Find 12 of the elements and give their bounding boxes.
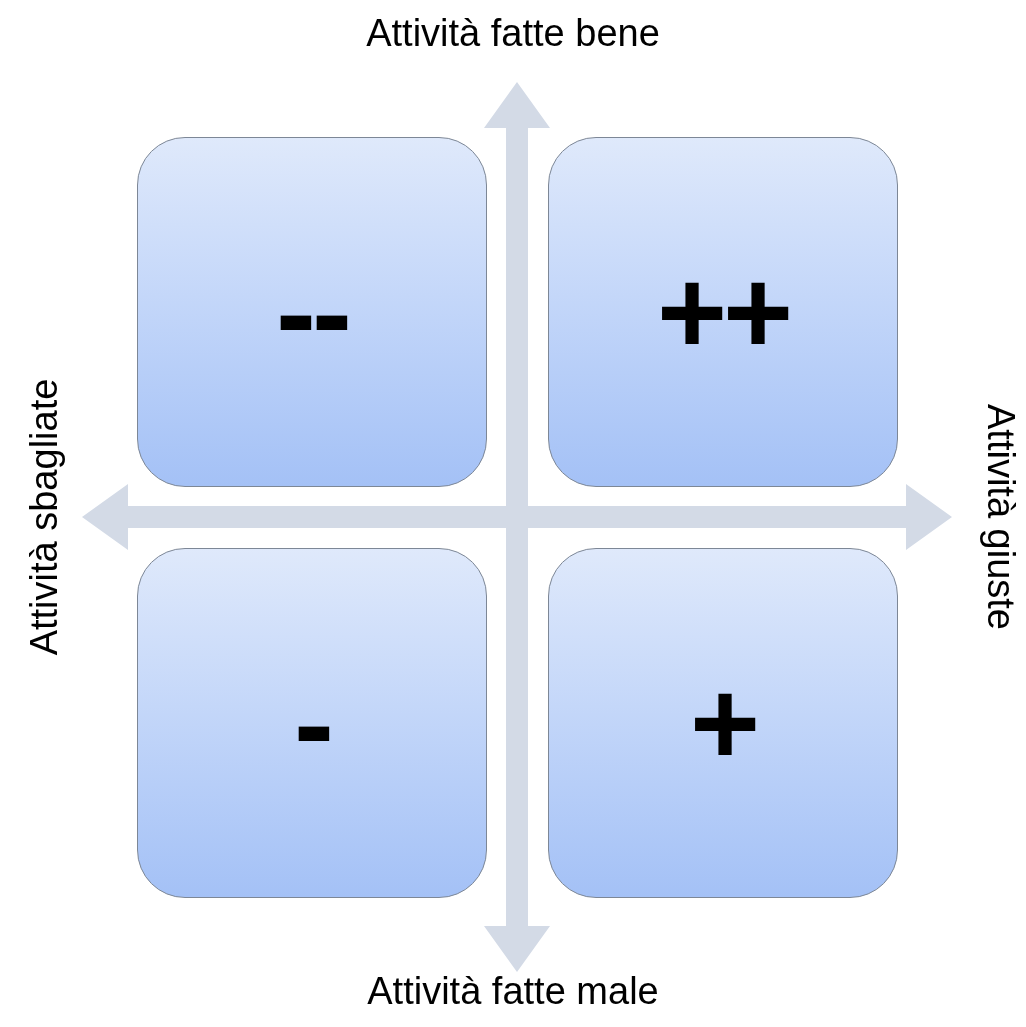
quadrant-box <box>548 548 898 898</box>
axis-label: Attività giuste <box>978 404 1023 630</box>
symbol-text: -- <box>276 252 348 372</box>
quadrant-box <box>137 548 487 898</box>
quadrant-box <box>548 137 898 487</box>
symbol-text: ++ <box>656 252 790 372</box>
axis-label: Attività sbagliate <box>22 378 67 656</box>
symbol-text: + <box>689 663 757 783</box>
symbol-text: - <box>294 663 330 783</box>
quadrant-box <box>137 137 487 487</box>
axis-label: Attività fatte bene <box>365 11 661 56</box>
axis-label: Attività fatte male <box>366 969 660 1014</box>
